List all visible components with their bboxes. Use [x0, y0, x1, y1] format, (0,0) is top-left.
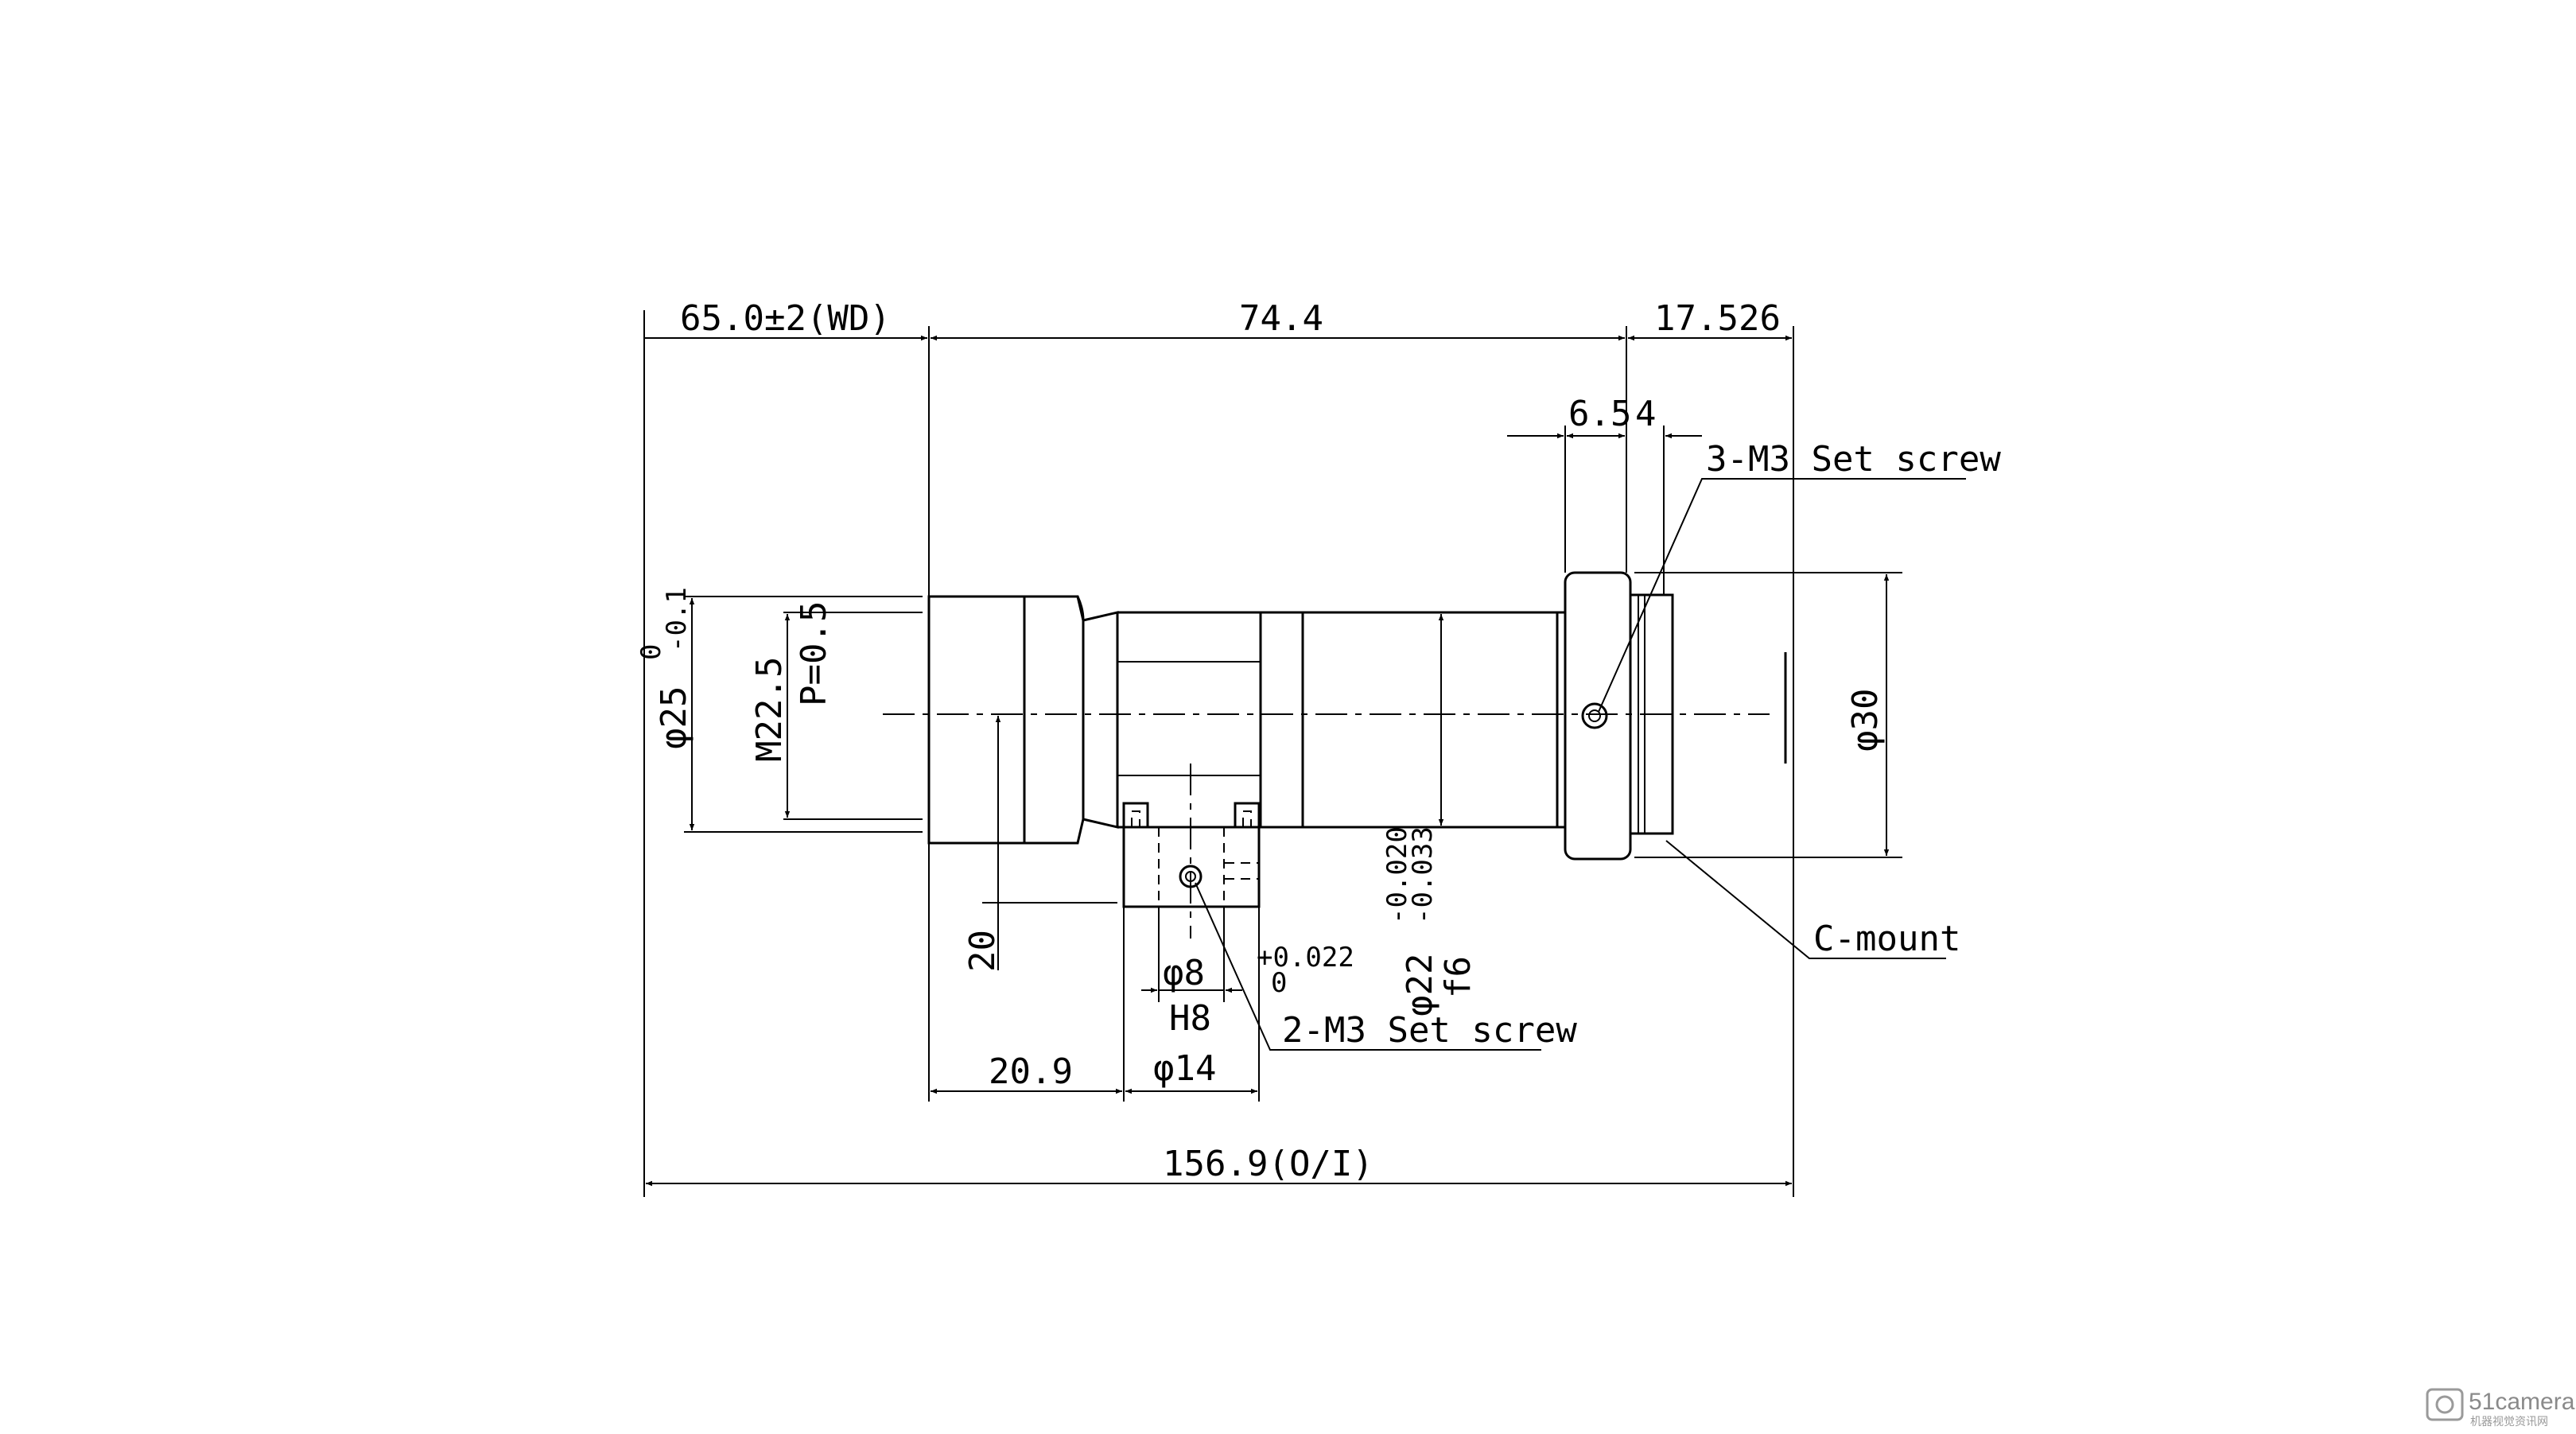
- dim-ring-width: 6.5: [1568, 394, 1631, 434]
- center-lines: [883, 652, 1787, 939]
- callout-set-screw-3: 3-M3 Set screw: [1706, 439, 2001, 480]
- dim-pin-diameter: φ8: [1163, 953, 1205, 993]
- dim-thread-pitch: P=0.5: [794, 601, 834, 706]
- camera-icon: [2426, 1388, 2464, 1421]
- dim-mount-position: 20.9: [989, 1051, 1073, 1092]
- callout-c-mount: C-mount: [1813, 919, 1960, 959]
- watermark: 51camera 机器视觉资讯网: [2426, 1388, 2575, 1428]
- dim-pin-tol-upper: +0.022: [1257, 942, 1354, 973]
- dim-barrel-tol-upper: -0.020: [1381, 826, 1413, 924]
- dim-rear-diameter: φ30: [1845, 689, 1886, 752]
- dim-flange-back: 17.526: [1654, 298, 1781, 339]
- dim-front-tol-upper: 0: [635, 644, 667, 660]
- lens-body: [927, 571, 1674, 861]
- extension-lines: [643, 310, 1902, 1197]
- dim-ring-offset: 4: [1635, 394, 1657, 434]
- dimension-labels: 65.0±2(WD) 74.4 17.526 6.5 4 156.9(O/I) …: [635, 298, 1886, 1184]
- callout-set-screw-2: 2-M3 Set screw: [1282, 1010, 1577, 1051]
- dim-lens-length: 74.4: [1239, 298, 1323, 339]
- callout-labels: 3-M3 Set screw 2-M3 Set screw C-mount: [1282, 439, 2001, 1051]
- dim-mount-bore: φ14: [1153, 1048, 1216, 1089]
- dim-barrel-fit: f6: [1438, 956, 1478, 998]
- watermark-subtitle: 机器视觉资讯网: [2470, 1415, 2548, 1428]
- leader-lines: [1195, 478, 1966, 1051]
- dimension-lines: [644, 335, 1890, 1187]
- rear-ring: [1564, 571, 1632, 861]
- dim-working-distance: 65.0±2(WD): [680, 298, 891, 339]
- dim-mount-height: 20: [962, 930, 1003, 972]
- dim-pin-tol-lower: 0: [1271, 967, 1287, 999]
- dim-front-diameter: φ25: [654, 686, 694, 749]
- lens-barrel: [1117, 611, 1559, 829]
- dim-pin-fit: H8: [1169, 998, 1211, 1039]
- dim-barrel-diameter: φ22: [1400, 954, 1440, 1016]
- front-cap: [927, 595, 1085, 845]
- dim-barrel-tol-lower: -0.033: [1407, 826, 1439, 924]
- dim-front-tol-lower: -0.1: [661, 587, 693, 652]
- dim-overall-length: 156.9(O/I): [1163, 1144, 1373, 1184]
- dim-thread: M22.5: [749, 657, 790, 762]
- watermark-brand: 51camera: [2469, 1389, 2575, 1415]
